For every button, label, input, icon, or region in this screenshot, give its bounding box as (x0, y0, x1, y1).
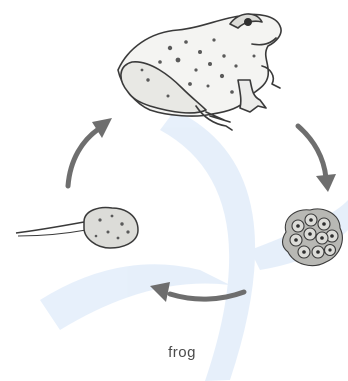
arrow-tadpole-to-frog-icon (68, 118, 112, 186)
tadpole-icon (16, 208, 138, 248)
diagram-caption: frog (8, 344, 348, 361)
frogspawn-icon (283, 209, 343, 266)
adult-frog-icon (118, 14, 281, 130)
arrow-frog-to-spawn-icon (298, 126, 336, 192)
